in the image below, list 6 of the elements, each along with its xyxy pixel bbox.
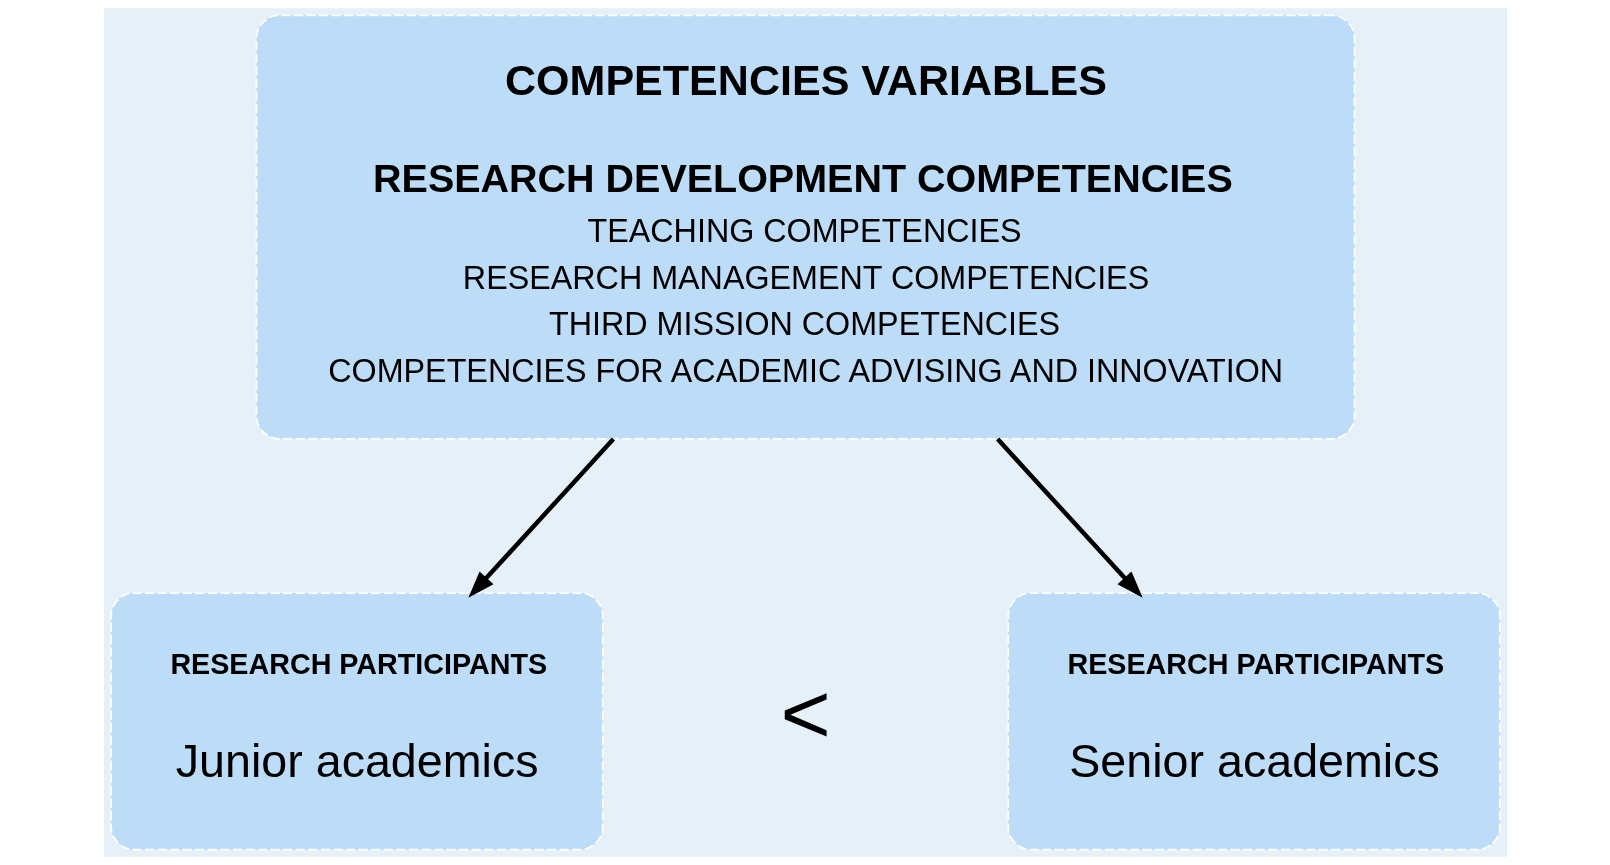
node-box: COMPETENCIES VARIABLES RESEARCH DEVELOPMENT COMPETENCIES TEACHING COMPETENCIES RESEARCH MANAGEMENT COMPETENCIES THIRD MISSION COMPETENCIES COMPETENCIES FOR ACADEMIC ADVISING AND INNOVATION: [255, 14, 1355, 440]
arrow: [467, 437, 615, 598]
arrow: [995, 437, 1143, 598]
node-box: RESEARCH PARTICIPANTS Junior academics: [109, 592, 604, 851]
node-box: RESEARCH PARTICIPANTS Senior academics: [1006, 592, 1501, 851]
label: <: [779, 664, 831, 761]
